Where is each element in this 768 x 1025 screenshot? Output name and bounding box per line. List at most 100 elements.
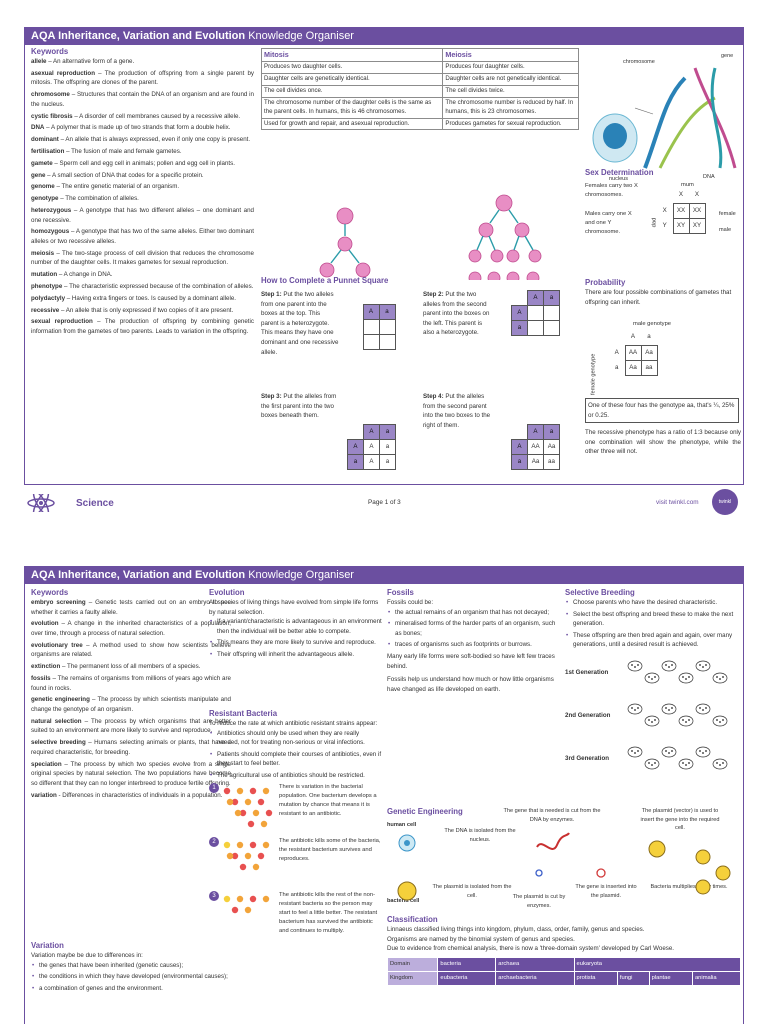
grid4-cell-Aa2: Aa <box>527 454 544 470</box>
page-footer: Science Page 1 of 3 visit twinkl.com twi… <box>24 488 744 518</box>
keyword-definition: – A polymer that is made up of two stran… <box>44 124 231 132</box>
resistant-bacteria-section: Resistant Bacteria To reduce the rate at… <box>209 709 383 1025</box>
keyword-term: speciation <box>31 760 62 768</box>
kingdom-cell: fungi <box>616 970 650 986</box>
keyword-definition: – The two-stage process of cell division… <box>31 249 254 267</box>
keyword-entry: selective breeding – Humans selecting an… <box>31 738 231 757</box>
keyword-term: sexual reproduction <box>31 318 93 326</box>
keyword-entry: extinction – The permanent loss of all m… <box>31 662 231 672</box>
fossils-intro: Fossils could be: <box>387 599 434 606</box>
keyword-term: fossils <box>31 675 51 683</box>
keyword-term: DNA <box>31 124 45 132</box>
keyword-entry: fossils – The remains of organisms from … <box>31 674 231 693</box>
keyword-definition: – The production of offspring from a sin… <box>31 69 254 87</box>
list-item: Antibiotics should only be used when the… <box>209 729 383 748</box>
classification-text-1: Linnaeus classified living things into k… <box>387 926 645 933</box>
domain-cell: archaea <box>495 956 575 972</box>
keyword-term: genetic engineering <box>31 696 90 704</box>
bacteria-cluster-icon <box>223 787 273 827</box>
fossils-section: Fossils Fossils could be: the actual rem… <box>387 588 559 808</box>
prob-cell-aa: aa <box>640 359 658 376</box>
cell-division-diagrams <box>261 160 579 280</box>
selective-breeding-section: Selective Breeding Choose parents who ha… <box>565 588 741 808</box>
keyword-entry: meiosis – The two-stage process of cell … <box>31 249 254 268</box>
selective-list: Choose parents who have the desired char… <box>565 598 741 650</box>
step-2-label: Step 2: <box>423 291 444 298</box>
resistant-list: Antibiotics should only be used when the… <box>209 729 383 781</box>
evolution-section: Evolution All species of living things h… <box>209 588 383 710</box>
probability-ratio: The recessive phenotype has a ratio of 1… <box>585 429 741 456</box>
page-two-subtitle: Knowledge Organiser <box>248 569 354 581</box>
grid4-top-A: A <box>527 424 544 440</box>
prob-left-A: A <box>614 348 619 356</box>
classification-section: Classification Linnaeus classified livin… <box>387 915 741 1025</box>
meiosis-fact: Daughter cells are not genetically ident… <box>442 73 579 87</box>
prob-top-A: A <box>630 333 636 341</box>
keywords-title: Keywords <box>31 47 69 56</box>
keyword-definition: - Differences in characteristics of indi… <box>56 791 223 799</box>
footer-website-link[interactable]: visit twinkl.com <box>656 499 699 506</box>
dna-isolated-label: The DNA is isolated from the nucleus. <box>444 828 516 843</box>
keyword-definition: – An allele that is only expressed if tw… <box>59 306 234 314</box>
keyword-entry: sexual reproduction – The production of … <box>31 317 254 336</box>
fossils-list: the actual remains of an organism that h… <box>387 608 559 650</box>
dalmatian-dogs-icon <box>627 660 728 684</box>
prob-cell-AA: AA <box>624 344 642 361</box>
step-1: Step 1: Put the two alleles from one par… <box>261 290 339 357</box>
keyword-term: chromosome <box>31 91 70 99</box>
footer-subject: Science <box>76 498 114 509</box>
genetic-engineering-title: Genetic Engineering <box>387 807 463 816</box>
kingdom-cell: archaebacteria <box>495 970 575 986</box>
punnet-title: How to Complete a Punnet Square <box>261 276 389 285</box>
keyword-entry: cystic fibrosis – A disorder of cell mem… <box>31 112 254 122</box>
step-text: The antibiotic kills some of the bacteri… <box>279 837 381 862</box>
keyword-definition: – A disorder of cell membranes caused by… <box>72 112 241 120</box>
page-two-banner: AQA Inheritance, Variation and Evolution… <box>25 567 743 584</box>
bacteria-cluster-icon <box>223 895 270 913</box>
mitosis-fact: Used for growth and repair, and asexual … <box>261 117 444 131</box>
step-number: 3 <box>209 890 219 901</box>
genetic-engineering-diagram <box>397 832 731 901</box>
footer-page-number[interactable]: Page 1 of 3 <box>368 499 401 506</box>
grid3-left-a: a <box>347 454 364 470</box>
classification-title: Classification <box>387 915 438 924</box>
kingdom-cell: protista <box>573 970 618 986</box>
keyword-entry: phenotype – The characteristic expressed… <box>31 282 254 292</box>
keyword-entry: heterozygous – A genotype that has two d… <box>31 206 254 225</box>
keyword-term: genome <box>31 183 55 191</box>
bacteria-cluster-icon <box>223 841 270 870</box>
gene-inserted-label: The gene is inserted into the plasmid. <box>575 884 637 899</box>
keyword-definition: – The process by which scientists manipu… <box>31 696 231 714</box>
list-item: Choose parents who have the desired char… <box>565 598 741 608</box>
grid1-top-a: a <box>378 304 396 320</box>
list-item: Patients should complete their courses o… <box>209 750 383 769</box>
fossils-title: Fossils <box>387 588 414 597</box>
keyword-entry: fertilisation – The fusion of male and f… <box>31 147 254 157</box>
keyword-definition: – The entire genetic material of an orga… <box>54 183 180 191</box>
grid4-cell-aa: aa <box>543 454 560 470</box>
keyword-term: phenotype <box>31 283 63 290</box>
keyword-term: asexual reproduction <box>31 69 95 77</box>
chromosome-label: chromosome <box>623 59 655 65</box>
domain-cell: Domain <box>387 956 439 972</box>
keyword-term: gamete <box>31 159 53 167</box>
step-4: Step 4: Put the alleles from the second … <box>423 392 493 430</box>
list-item: Their offspring will inherit the advanta… <box>209 650 383 660</box>
generation-row: 3rd Generation <box>565 738 741 781</box>
list-item: The agricultural use of antibiotics shou… <box>209 771 383 781</box>
atom-icon <box>27 494 55 512</box>
grid3-top-a: a <box>379 424 396 440</box>
step-3: Step 3: Put the alleles from the first p… <box>261 392 339 421</box>
list-item: This means they are more likely to survi… <box>209 638 383 648</box>
keyword-term: fertilisation <box>31 148 65 155</box>
step-text: There is variation in the bacterial popu… <box>279 783 377 817</box>
keyword-definition: – The permanent loss of all members of a… <box>60 663 201 671</box>
grid2-left-a: a <box>511 320 528 336</box>
